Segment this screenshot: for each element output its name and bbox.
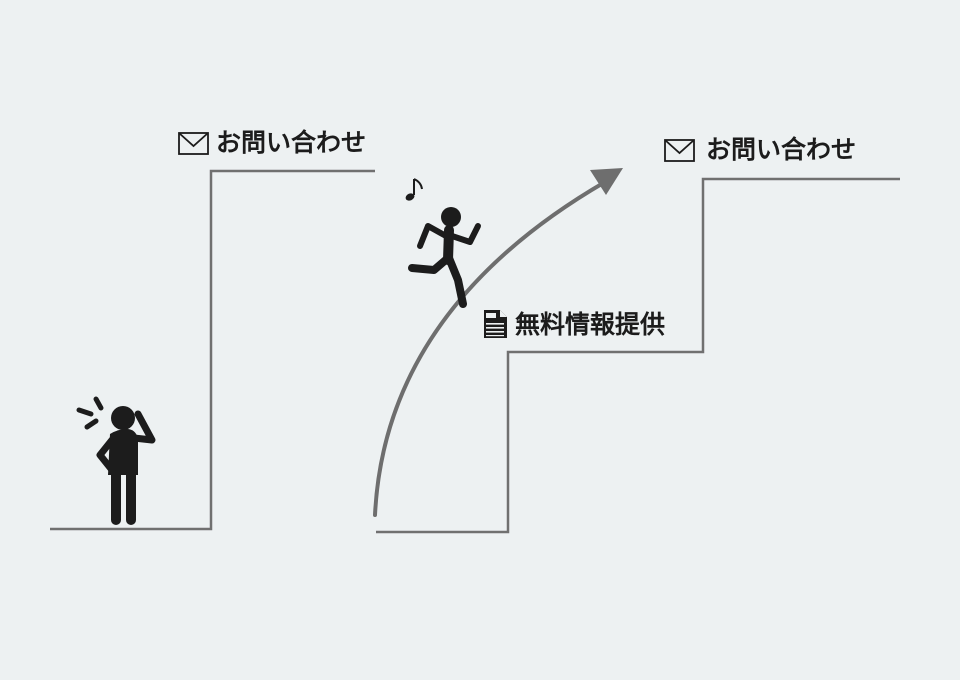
contact-label-right[interactable]: お問い合わせ bbox=[706, 135, 856, 164]
contact-label-left[interactable]: お問い合わせ bbox=[216, 128, 366, 157]
envelope-icon bbox=[664, 139, 695, 162]
person-running-icon bbox=[408, 207, 481, 308]
person-scratching-head-icon bbox=[76, 396, 156, 525]
curved-arrow-icon bbox=[373, 168, 623, 517]
music-note-icon bbox=[405, 178, 423, 201]
envelope-icon bbox=[178, 132, 209, 155]
pdf-document-icon bbox=[484, 310, 507, 338]
free-info-label[interactable]: 無料情報提供 bbox=[515, 310, 665, 339]
left-staircase-line bbox=[50, 169, 375, 531]
right-staircase-line bbox=[376, 177, 900, 534]
